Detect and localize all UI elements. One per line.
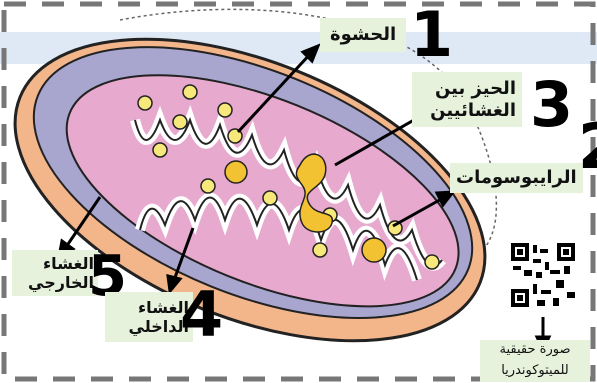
label-intermembrane: الحيز بين الغشائيين [412,72,522,127]
label-matrix: الحشوة [320,18,406,52]
qr-code-icon [510,242,576,308]
ribosome [153,143,167,157]
number-intermembrane: 3 [530,68,573,141]
granule [362,238,386,262]
ribosome [173,115,187,129]
ribosome [183,85,197,99]
number-ribosomes: 2 [578,110,597,183]
number-inner-membrane: 4 [180,278,223,351]
ribosome [218,103,232,117]
ribosome [201,179,215,193]
label-outer-membrane: الغشاء الخارجي [12,250,98,296]
ribosome [138,96,152,110]
ribosome [425,255,439,269]
number-matrix: 1 [410,0,453,71]
granule [225,161,247,183]
ribosome [313,243,327,257]
qr-caption: صورة حقيقية للميتوكوندريا [480,340,590,382]
ribosome [263,191,277,205]
label-ribosomes: الرايبوسومات [450,163,583,193]
